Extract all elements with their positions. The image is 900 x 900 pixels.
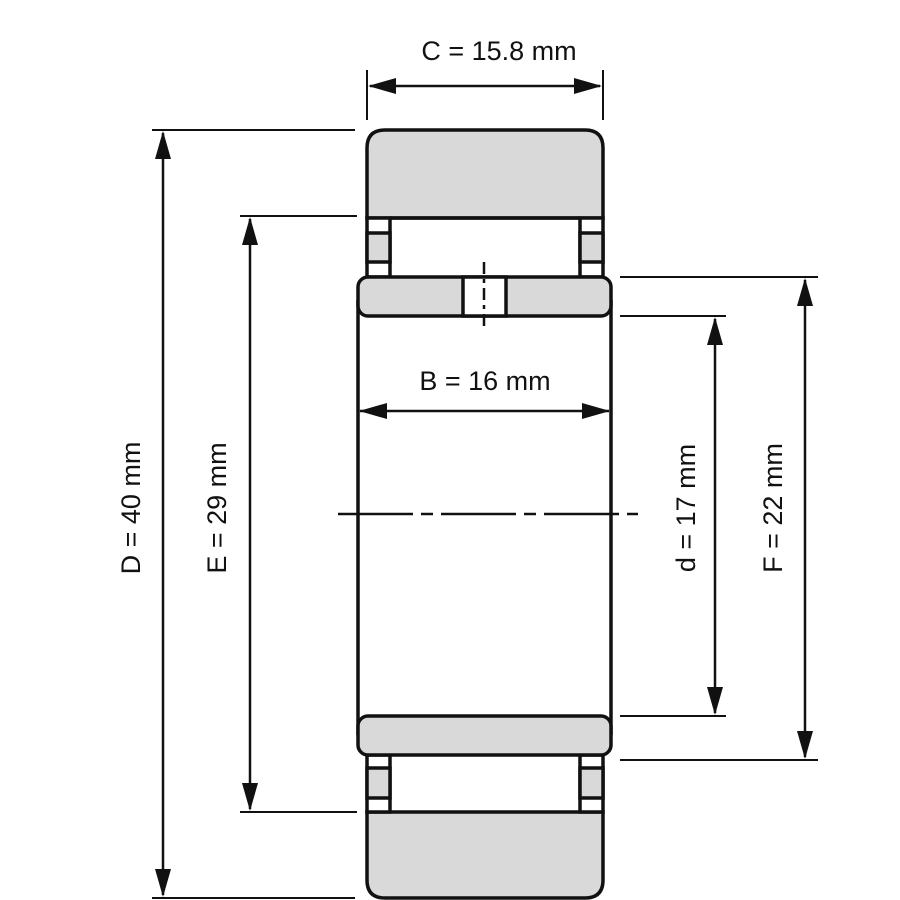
roller-cage <box>365 216 605 814</box>
dimension-c-label: C = 15.8 mm <box>421 36 576 66</box>
dimension-e <box>240 215 357 813</box>
dimension-d-bore <box>620 315 726 717</box>
outer-ring <box>365 128 605 900</box>
dimension-f <box>620 276 818 761</box>
dimension-b-label: B = 16 mm <box>419 366 550 396</box>
dimension-d-bore-label: d = 17 mm <box>671 444 701 572</box>
dimension-d-outer <box>152 129 355 899</box>
dimension-c <box>366 70 604 120</box>
inner-ring <box>356 262 613 757</box>
dimension-f-label: F = 22 mm <box>758 443 788 573</box>
dimension-e-label: E = 29 mm <box>202 442 232 573</box>
dimension-d-outer-label: D = 40 mm <box>116 442 146 575</box>
dimension-b <box>359 403 610 419</box>
